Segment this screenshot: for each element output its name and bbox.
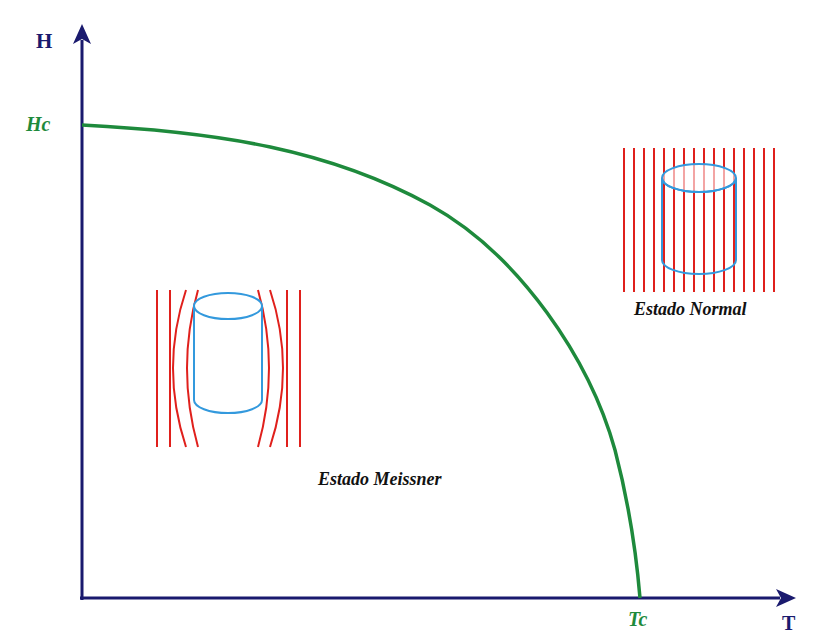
axis-label: T xyxy=(782,612,795,634)
penetrating-field-lines xyxy=(624,148,774,292)
region-label: Estado Meissner xyxy=(318,470,442,490)
t-axis xyxy=(80,597,780,600)
critical-curve xyxy=(82,125,640,598)
axis-arrowhead xyxy=(73,24,91,44)
normal-cylinder xyxy=(662,164,736,274)
axis-label: H xyxy=(36,30,52,53)
axis-value: Tc xyxy=(628,608,647,630)
axis-value: Hc xyxy=(26,113,50,135)
expelled-field-lines xyxy=(157,290,300,447)
axis-arrowhead xyxy=(776,589,796,607)
superconductor-cylinder xyxy=(194,293,262,413)
region-label: Estado Normal xyxy=(634,300,747,320)
